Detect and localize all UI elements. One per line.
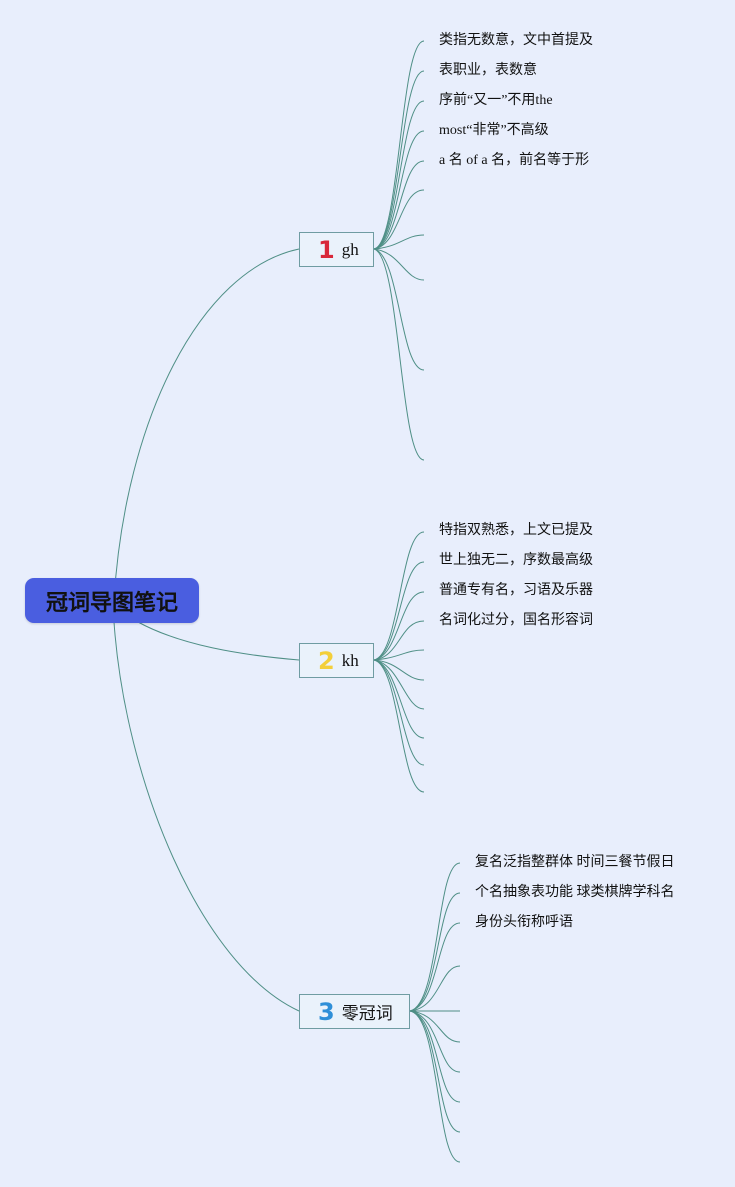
branch-node-1[interactable]: 1 gh <box>299 232 374 267</box>
leaf-2-4[interactable]: 名词化过分，国名形容词 <box>439 613 593 628</box>
leaf-2-3[interactable]: 普通专有名，习语及乐器 <box>439 583 593 598</box>
number-two-icon: 2 <box>318 646 335 675</box>
leaf-1-5[interactable]: a 名 of a 名，前名等于形 <box>439 153 590 168</box>
root-node[interactable]: 冠词导图笔记 <box>25 578 199 623</box>
branch-3-links <box>409 862 461 1163</box>
link-root-branch-3 <box>113 621 300 1012</box>
leaf-1-1[interactable]: 类指无数意，文中首提及 <box>439 33 593 48</box>
leaf-1-4[interactable]: most“非常”不高级 <box>439 123 549 138</box>
branch-label: gh <box>341 239 359 259</box>
branch-label: kh <box>341 650 359 670</box>
leaf-3-2[interactable]: 个名抽象表功能 球类棋牌学科名 <box>475 885 675 900</box>
leaf-1-2[interactable]: 表职业，表数意 <box>439 63 537 78</box>
link-root-branch-2 <box>137 621 300 661</box>
leaf-1-3[interactable]: 序前“又一”不用the <box>439 93 553 108</box>
leaf-3-3[interactable]: 身份头衔称呼语 <box>475 915 573 930</box>
leaf-2-2[interactable]: 世上独无二，序数最高级 <box>439 553 593 568</box>
branch-1-links <box>373 40 425 461</box>
branch-node-3[interactable]: 3 零冠词 <box>299 994 410 1029</box>
branch-label: 零冠词 <box>341 1004 393 1023</box>
root-title: 冠词导图笔记 <box>45 590 178 616</box>
leaf-2-1[interactable]: 特指双熟悉，上文已提及 <box>439 523 593 538</box>
branch-node-2[interactable]: 2 kh <box>299 643 374 678</box>
branch-2-links <box>373 531 425 793</box>
number-three-icon: 3 <box>318 997 335 1026</box>
link-root-branch-1 <box>113 248 300 601</box>
leaf-3-1[interactable]: 复名泛指整群体 时间三餐节假日 <box>475 855 675 870</box>
number-one-icon: 1 <box>318 235 335 264</box>
